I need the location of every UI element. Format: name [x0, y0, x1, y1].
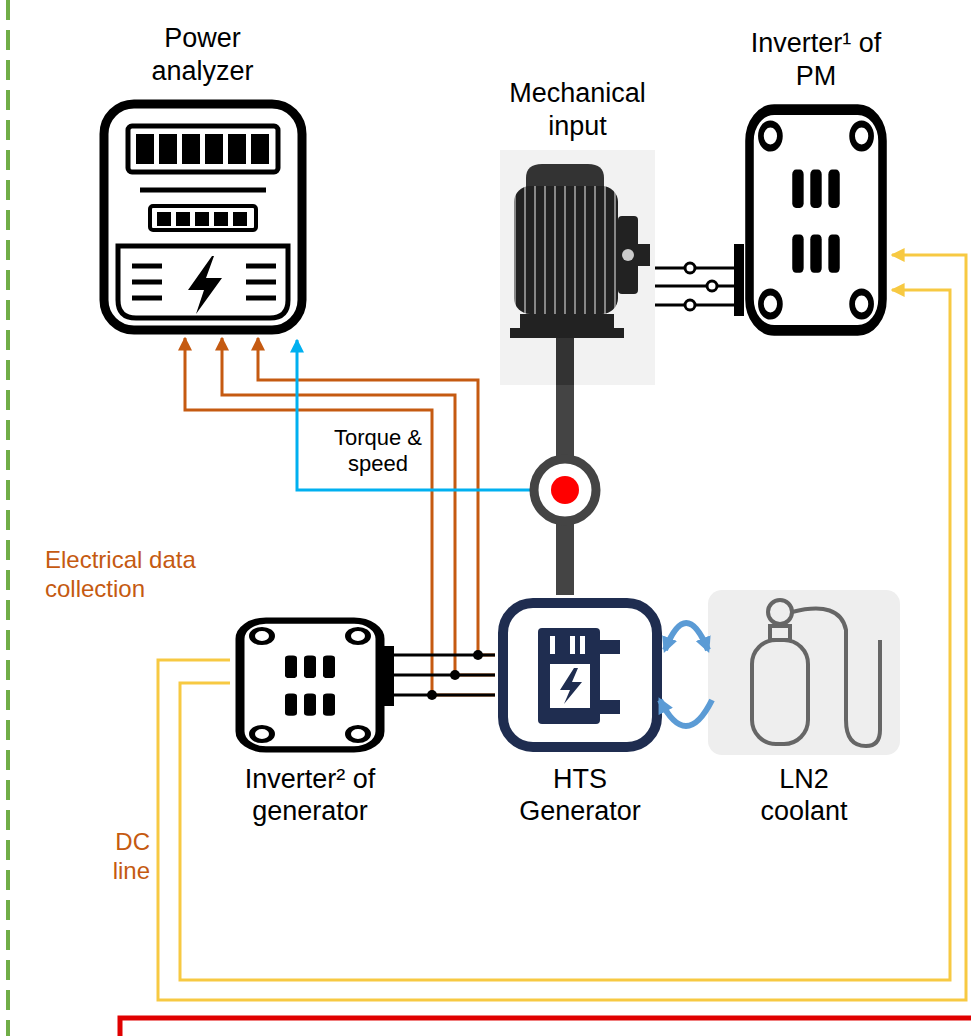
- device-label: Inverter¹ of PM: [746, 27, 886, 92]
- connector: [258, 338, 495, 655]
- device-label: Inverter² of generator: [210, 763, 410, 828]
- annotation-label: Electrical data collection: [45, 546, 260, 604]
- device-node: Inverter² of generator: [230, 615, 390, 755]
- connector: [665, 623, 708, 650]
- connector: [158, 255, 966, 1000]
- connector: [180, 290, 950, 980]
- generator-icon: [503, 603, 657, 747]
- boundary-line: [6, 0, 10, 1036]
- device-node: LN2 coolant: [708, 590, 900, 755]
- frame-border: [120, 1018, 971, 1036]
- inverter-icon: [240, 621, 394, 750]
- connector: [655, 285, 740, 288]
- annotation-label: Torque & speed: [330, 425, 426, 478]
- device-node: Inverter¹ of PM: [740, 100, 892, 340]
- device-label: HTS Generator: [500, 763, 660, 828]
- device-node: HTS Generator: [495, 595, 665, 755]
- connector: [390, 674, 495, 677]
- motor-icon: [500, 150, 655, 385]
- device-node: Power analyzer: [95, 95, 310, 338]
- device-label: Power analyzer: [118, 22, 288, 87]
- torque-sensor-icon: [534, 459, 596, 521]
- ln2-cylinder-icon: [708, 590, 900, 755]
- device-node: Mechanical input: [500, 150, 655, 385]
- connector: [222, 338, 495, 675]
- device-label: LN2 coolant: [744, 763, 864, 828]
- signal-line: [297, 340, 532, 490]
- inverter-icon: [734, 110, 883, 331]
- connector: [655, 304, 740, 307]
- annotation-label: DC line: [94, 828, 150, 886]
- junction-dot: [427, 650, 483, 700]
- device-label: Mechanical input: [488, 77, 668, 142]
- connector: [655, 267, 740, 270]
- power-analyzer-icon: [104, 104, 302, 330]
- connector: [185, 338, 495, 695]
- connector: [390, 694, 495, 697]
- circulation-arrow: [660, 700, 712, 726]
- terminal-circle: [685, 263, 717, 310]
